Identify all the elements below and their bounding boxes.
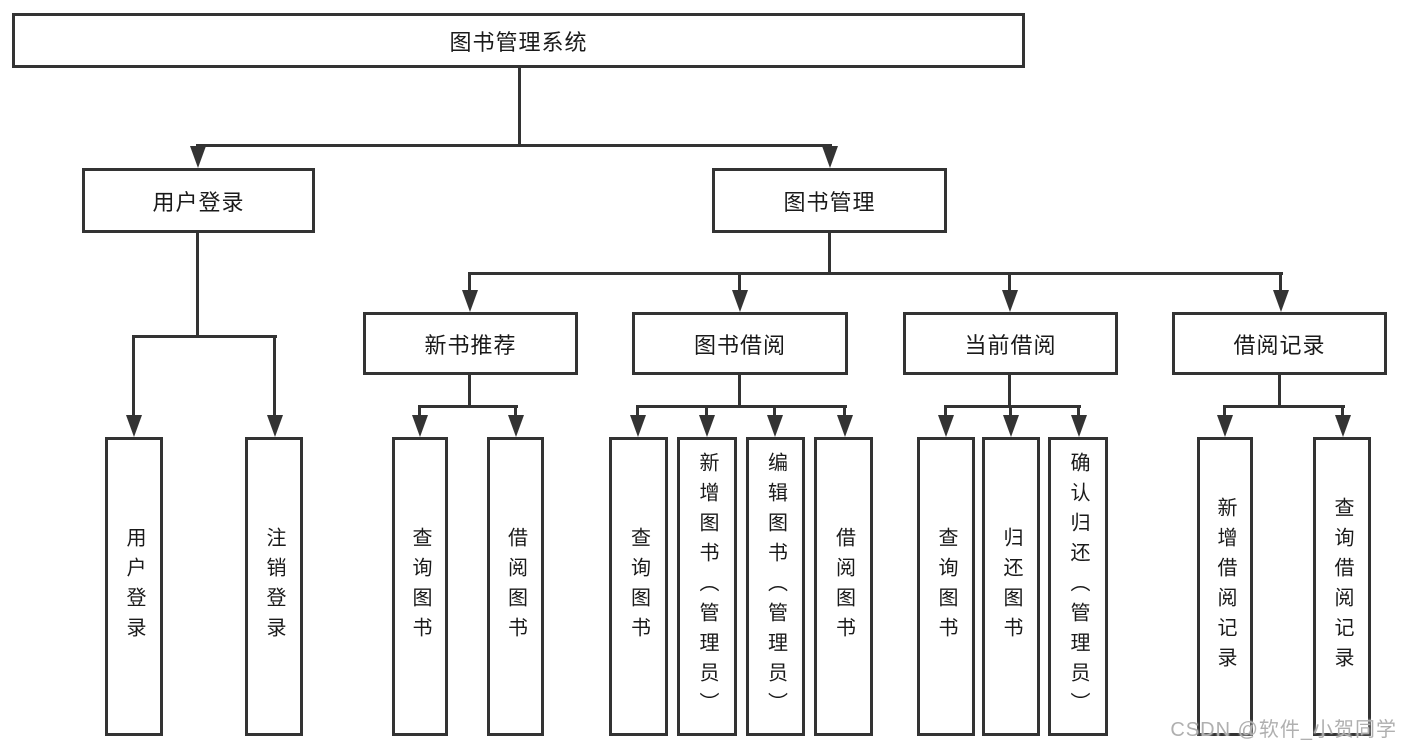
leaf-current-return-books: 归还图书 [982,437,1040,736]
arrow-down-icon [1217,415,1233,437]
node-library-system: 图书管理系统 [12,13,1025,68]
arrow-down-icon [732,290,748,312]
arrow-down-icon [837,415,853,437]
connector-line [468,272,471,292]
connector-line [1009,405,1012,419]
node-borrow-records: 借阅记录 [1172,312,1387,375]
arrow-down-icon [126,415,142,437]
arrow-down-icon [699,415,715,437]
connector-line [738,375,741,408]
leaf-current-query-books: 查询图书 [917,437,975,736]
arrow-down-icon [1071,415,1087,437]
connector-line [273,335,276,417]
leaf-logout: 注销登录 [245,437,303,736]
leaf-borrow-edit-books-admin: 编辑图书（管理员） [746,437,805,736]
connector-line [944,405,1081,408]
csdn-watermark: CSDN @软件_小贺同学 [1170,719,1397,741]
connector-line [636,405,639,419]
node-user-login: 用户登录 [82,168,315,233]
connector-line [1341,405,1344,419]
connector-line [132,335,277,338]
arrow-down-icon [822,146,838,168]
leaf-user-login: 用户登录 [105,437,163,736]
connector-line [944,405,947,419]
connector-line [1278,375,1281,408]
connector-line [132,335,135,417]
connector-line [1077,405,1080,419]
arrow-down-icon [938,415,954,437]
leaf-borrow-add-books-admin: 新增图书（管理员） [677,437,737,736]
arrow-down-icon [508,415,524,437]
connector-line [468,375,471,408]
connector-line [418,405,518,408]
arrow-down-icon [267,415,283,437]
connector-line [705,405,708,419]
arrow-down-icon [1003,415,1019,437]
leaf-borrow-query-books: 查询图书 [609,437,668,736]
connector-line [828,233,831,275]
arrow-down-icon [1002,290,1018,312]
connector-line [1279,272,1282,292]
arrow-down-icon [190,146,206,168]
leaf-current-confirm-return-admin: 确认归还（管理员） [1048,437,1108,736]
leaf-records-query-borrow-record: 查询借阅记录 [1313,437,1371,736]
connector-line [196,233,199,338]
leaf-borrow-borrow-books: 借阅图书 [814,437,873,736]
arrow-down-icon [630,415,646,437]
connector-line [738,272,741,292]
connector-line [1008,272,1011,292]
connector-line [418,405,421,419]
node-new-book-recommend: 新书推荐 [363,312,578,375]
node-current-borrow: 当前借阅 [903,312,1118,375]
arrow-down-icon [412,415,428,437]
connector-line [636,405,847,408]
connector-line [518,66,521,147]
arrow-down-icon [462,290,478,312]
arrow-down-icon [767,415,783,437]
connector-line [469,272,1283,275]
node-book-borrow: 图书借阅 [632,312,848,375]
node-book-management: 图书管理 [712,168,947,233]
connector-line [196,144,832,147]
leaf-recommend-borrow-books: 借阅图书 [487,437,544,736]
connector-line [773,405,776,419]
connector-line [514,405,517,419]
leaf-recommend-query-books: 查询图书 [392,437,448,736]
connector-line [1223,405,1226,419]
connector-line [1223,405,1345,408]
arrow-down-icon [1273,290,1289,312]
connector-line [1008,375,1011,408]
leaf-records-add-borrow-record: 新增借阅记录 [1197,437,1253,736]
arrow-down-icon [1335,415,1351,437]
connector-line [843,405,846,419]
